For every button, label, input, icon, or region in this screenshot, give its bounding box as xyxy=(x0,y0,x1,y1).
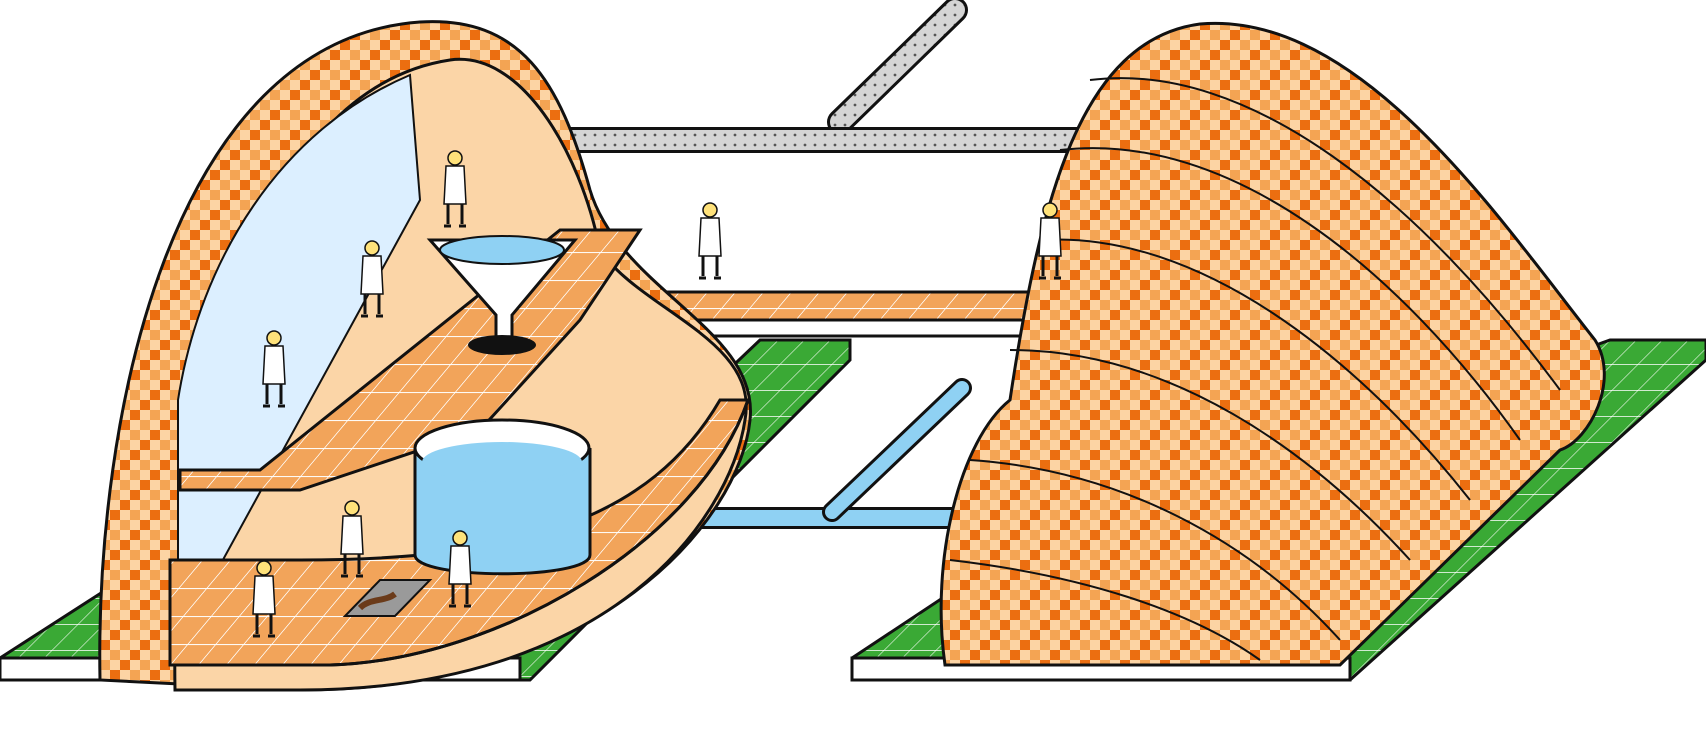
left-dome xyxy=(98,20,752,692)
funnel xyxy=(426,235,579,355)
water-tank xyxy=(413,418,592,576)
right-dome xyxy=(939,21,1606,667)
floor-hatch xyxy=(342,579,433,617)
scientist-figure xyxy=(697,201,723,280)
